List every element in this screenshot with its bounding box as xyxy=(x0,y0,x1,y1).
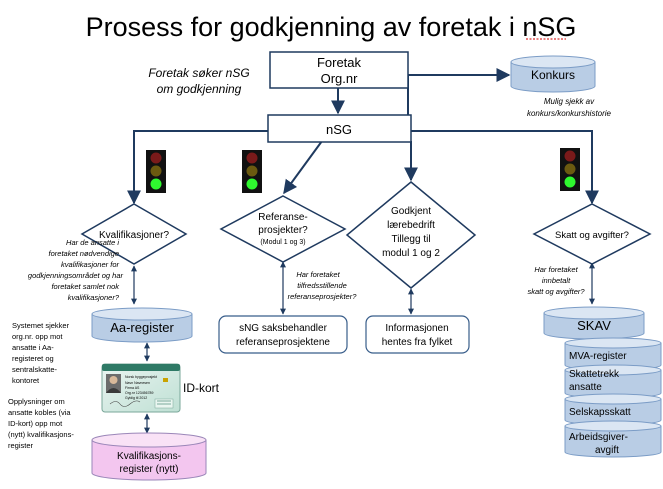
info-box-line2: hentes fra fylket xyxy=(382,337,453,348)
nsg-box xyxy=(267,114,412,143)
kval-question-line: foretaket samlet nok xyxy=(51,282,120,291)
opplysninger-note-line: ansatte kobles (via xyxy=(8,408,71,417)
id-card-text: Navn Navnesen xyxy=(125,381,150,385)
systemet-note-line: org.nr. opp mot xyxy=(12,332,63,341)
kval-question-line: Har de ansatte i xyxy=(66,238,119,247)
traffic-light-ref xyxy=(242,150,262,193)
kval-label: Kvalifikasjoner? xyxy=(99,230,169,241)
id-card-text: Gyldig til 2012 xyxy=(125,396,147,400)
konkurs-note-line2: konkurs/konkurshistorie xyxy=(527,109,612,118)
skav-item-mva xyxy=(564,337,662,371)
ref-question-line: referanseprosjekter? xyxy=(288,292,358,301)
ref-label-line3: (Modul 1 og 3) xyxy=(260,239,305,246)
ref-label-line1: Referanse- xyxy=(258,212,307,223)
konkurs-note-line1: Mulig sjekk av xyxy=(544,97,595,106)
kval-question-line: kvalifikasjoner? xyxy=(68,293,120,302)
skav-item-skattetrekk-line2: ansatte xyxy=(569,382,602,393)
konkurs-label: Konkurs xyxy=(531,68,575,82)
skav-item-selskapsskatt xyxy=(564,393,662,426)
ref-question-line: Har foretaket xyxy=(296,270,340,279)
nsg-label: nSG xyxy=(326,122,352,137)
opplysninger-note-line: ID-kort) opp mot xyxy=(8,419,63,428)
skatt-diamond xyxy=(532,203,652,265)
sng-box xyxy=(218,315,348,354)
orgnr-label: Org.nr xyxy=(321,71,359,86)
kval-diamond xyxy=(80,203,188,265)
kval-question: Har de ansatte i foretaket nødvendige kv… xyxy=(28,238,124,302)
traffic-light-kval xyxy=(146,150,166,193)
id-card-title: Norsk byggeprosjekt xyxy=(125,375,157,379)
skatt-question-line: skatt og avgifter? xyxy=(527,287,585,296)
systemet-note-line: ansatte i Aa- xyxy=(12,343,54,352)
systemet-note: Systemet sjekker org.nr. opp mot ansatte… xyxy=(12,321,70,385)
foretak-note-line2: om godkjenning xyxy=(157,82,242,96)
opplysninger-note: Opplysninger om ansatte kobles (via ID-k… xyxy=(8,397,74,450)
skatt-question-line: Har foretaket xyxy=(534,265,578,274)
systemet-note-line: Systemet sjekker xyxy=(12,321,70,330)
nsg-to-kval-arrow xyxy=(127,130,268,205)
kval-question-line: kvalifikasjoner for xyxy=(61,260,119,269)
godkjent-label-line1: Godkjent xyxy=(391,206,431,217)
kval-register-cylinder xyxy=(91,432,207,481)
aa-register-label: Aa-register xyxy=(110,320,174,335)
id-card-image: Norsk byggeprosjekt Navn Navnesen Firma … xyxy=(101,363,181,413)
ref-question: Har foretaket tilfredsstillende referans… xyxy=(288,270,358,301)
skatt-question-line: innbetalt xyxy=(542,276,571,285)
nsg-to-ref-arrow xyxy=(283,140,323,195)
foretak-box xyxy=(269,51,409,89)
ref-question-line: tilfredsstillende xyxy=(297,281,347,290)
godkjent-label-line4: modul 1 og 2 xyxy=(382,248,440,259)
kval-register-label-line2: register (nytt) xyxy=(120,464,179,475)
id-card-signature xyxy=(109,400,141,407)
skatt-label: Skatt og avgifter? xyxy=(555,230,629,241)
id-card-text: Org.nr 123456789 xyxy=(125,391,153,395)
opplysninger-note-line: register xyxy=(8,441,34,450)
foretak-label: Foretak xyxy=(317,55,362,70)
systemet-note-line: sentralskatte- xyxy=(12,365,58,374)
ref-diamond xyxy=(219,195,347,263)
skav-item-arbeidsgiveravgift-line2: avgift xyxy=(595,445,619,456)
id-kort-label: ID-kort xyxy=(183,381,220,395)
thin-connectors xyxy=(131,261,595,434)
godkjent-label-line3: Tillegg til xyxy=(391,234,430,245)
page-title: Prosess for godkjenning av foretak i nSG xyxy=(86,12,577,42)
opplysninger-note-line: (nytt) kvalifikasjons- xyxy=(8,430,74,439)
sng-box-line1: sNG saksbehandler xyxy=(239,323,327,334)
ref-label-line2: prosjekter? xyxy=(258,225,308,236)
nsg-to-skatt-arrow xyxy=(411,130,599,205)
info-box-line1: Informasjonen xyxy=(385,323,448,334)
kval-register-label-line1: Kvalifikasjons- xyxy=(117,451,181,462)
id-card-text: Firma AS xyxy=(125,386,140,390)
skav-item-arbeidsgiveravgift xyxy=(564,420,662,458)
aa-register-cylinder xyxy=(91,307,193,343)
konkurs-cylinder xyxy=(510,55,596,93)
systemet-note-line: registeret og xyxy=(12,354,54,363)
skav-label: SKAV xyxy=(577,318,611,333)
systemet-note-line: kontoret xyxy=(12,376,40,385)
sng-box-line2: referanseprosjektene xyxy=(236,337,330,348)
traffic-light-skatt xyxy=(560,148,580,191)
opplysninger-note-line: Opplysninger om xyxy=(8,397,65,406)
skav-item-mva-label: MVA-register xyxy=(569,351,627,362)
skav-item-skattetrekk-line1: Skattetrekk xyxy=(569,369,620,380)
godkjent-diamond xyxy=(345,181,477,289)
info-box xyxy=(365,315,470,354)
kval-question-line: foretaket nødvendige xyxy=(49,249,119,258)
foretak-note-line1: Foretak søker nSG xyxy=(148,66,249,80)
kval-question-line: godkjenningsområdet og har xyxy=(28,271,124,280)
godkjent-label-line2: lærebedrift xyxy=(387,220,435,231)
skav-item-selskapsskatt-label: Selskapsskatt xyxy=(569,407,631,418)
skav-item-arbeidsgiveravgift-line1: Arbeidsgiver- xyxy=(569,432,628,443)
skatt-question: Har foretaket innbetalt skatt og avgifte… xyxy=(527,265,585,296)
skav-cylinder xyxy=(543,306,645,340)
